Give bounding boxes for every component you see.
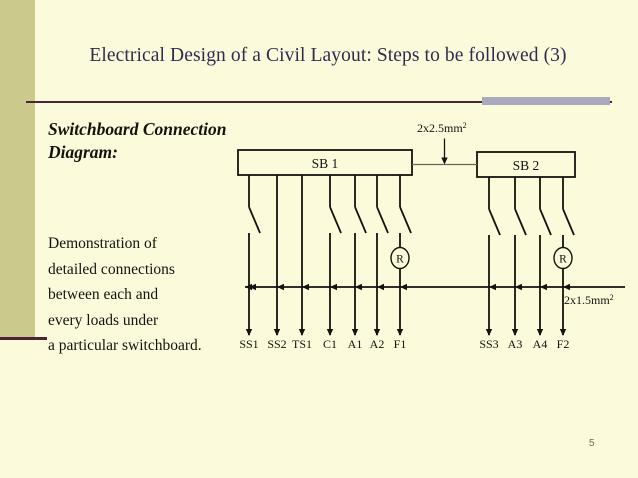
feeder-sb2-f2-label: F2 [557,337,570,351]
feeder-sb1-ts1-load-arrow [298,329,306,336]
feeder-sb1-ss2-label: SS2 [267,337,286,351]
relay-circle-relay-f1[interactable] [390,246,410,270]
feeder-sb1-c1-bus-tap-arrow [330,283,337,291]
feeder-sb2-ss3-load-arrow [485,329,493,336]
feeder-sb2-f2-load-arrow [559,329,567,336]
section-heading: Switchboard Connection Diagram: [48,118,278,165]
feeder-sb2-f2-bus-tap-arrow [563,283,570,291]
feeder-sb1-a1-switch-blade [354,206,367,234]
feeder-sb1-f1-switch-blade [399,206,412,234]
feeder-sb2-a3-switch-blade [514,208,527,236]
feeder-sb1-ts1-bus-tap-arrow [302,283,309,291]
feeder-sb1-f1-load-arrow [396,329,404,336]
decorative-side-strip [0,0,35,337]
title-divider-line [26,101,612,103]
page-number: 5 [589,438,595,449]
feeder-sb1-a2-bus-tap-arrow [377,283,384,291]
body-paragraph-line-3: between each and [48,286,159,304]
feeder-sb1-c1-load-arrow [326,329,334,336]
feeder-sb1-ts1-label: TS1 [292,337,312,351]
feeder-sb1-c1-switch-blade [329,206,342,234]
feeder-sb1-a1-label: A1 [348,337,363,351]
section-heading-line-1: Switchboard Connection [48,119,227,139]
body-paragraph-line-2: detailed connections [48,260,175,278]
feeder-sb1-ss2-load-arrow [273,329,281,336]
relay-circle-relay-f2[interactable] [553,246,573,270]
feeder-sb2-a4-bus-tap-arrow [540,283,547,291]
feeder-sb2-ss3-label: SS3 [479,337,498,351]
feeder-sb1-f1-label: F1 [394,337,407,351]
title-divider-accent-bar [482,97,610,105]
feeder-sb2-a3-bus-tap-arrow [515,283,522,291]
page-title: Electrical Design of a Civil Layout: Ste… [89,45,567,66]
feeder-sb1-a1-load-arrow [351,329,359,336]
feeder-sb2-ss3-switch-blade [488,208,501,236]
feeder-sb2-ss3-bus-tap-arrow [489,283,496,291]
switchboard-box-sb2[interactable] [476,151,576,178]
body-paragraph-line-5: a particular switchboard. [48,337,202,355]
feeder-sb1-ss1-switch-blade [248,206,261,234]
feeder-sb1-a1-bus-tap-arrow [355,283,362,291]
body-paragraph-line-4: every loads under [48,311,159,329]
feeder-sb2-a3-load-arrow [511,329,519,336]
annotation-cable-sb1-sb2: 2x2.5mm2 [417,121,467,135]
decorative-side-strip-cap [0,337,47,340]
feeder-sb1-a2-switch-blade [376,206,389,234]
feeder-sb2-a4-switch-blade [539,208,552,236]
body-paragraph-line-1: Demonstration of [48,235,157,252]
body-paragraph: Demonstration of detailed connections be… [48,231,263,359]
cable-feed-arrow [441,157,448,165]
feeder-sb1-f1-bus-tap-arrow [400,283,407,291]
feeder-sb1-c1-label: C1 [323,337,337,351]
feeder-sb1-ss2-bus-tap-arrow [277,283,284,291]
feeder-sb1-a2-label: A2 [370,337,385,351]
feeder-sb2-f2-switch-blade [562,208,575,236]
annotation-cable-bus: 2x1.5mm2 [564,293,614,307]
feeder-sb2-a4-label: A4 [533,337,548,351]
feeder-sb2-a3-label: A3 [508,337,523,351]
feeder-sb2-a4-load-arrow [536,329,544,336]
relay-label-relay-f2: R [559,254,567,266]
section-heading-line-2: Diagram: [48,142,118,163]
switchboard-label-sb1: SB 1 [312,156,339,171]
feeder-sb1-a2-load-arrow [373,329,381,336]
relay-label-relay-f1: R [396,254,404,266]
switchboard-label-sb2: SB 2 [513,158,540,173]
